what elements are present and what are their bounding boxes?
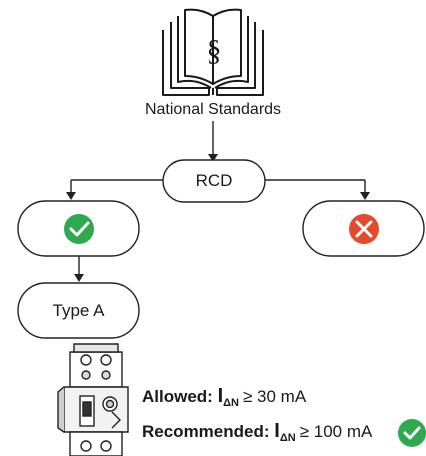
allowed-symbol: I <box>217 385 224 407</box>
type-a-label: Type A <box>52 301 105 320</box>
recommended-requirement: Recommended: IΔN≥ 100 mA <box>142 420 373 444</box>
recommended-value: ≥ 100 mA <box>299 422 373 441</box>
rcd-device-icon <box>57 343 129 456</box>
arrowheads <box>66 154 370 282</box>
allowed-label: Allowed: <box>142 387 213 406</box>
allowed-value: ≥ 30 mA <box>243 387 307 406</box>
check-circle-icon <box>64 214 94 244</box>
recommended-symbol: I <box>274 420 280 442</box>
section-symbol: § <box>207 34 222 67</box>
type-a-node <box>17 282 140 339</box>
book-icon <box>162 8 264 96</box>
standards-label: National Standards <box>144 101 282 118</box>
x-circle-icon <box>349 214 379 244</box>
rcd-label: RCD <box>195 171 233 190</box>
recommended-check-icon <box>398 419 426 447</box>
allowed-requirement: Allowed: IΔN ≥ 30 mA <box>142 385 307 409</box>
recommended-subscript: ΔN <box>279 432 296 444</box>
allowed-subscript: ΔN <box>223 397 239 409</box>
recommended-label: Recommended: <box>142 422 270 441</box>
rcd-node <box>162 159 266 203</box>
